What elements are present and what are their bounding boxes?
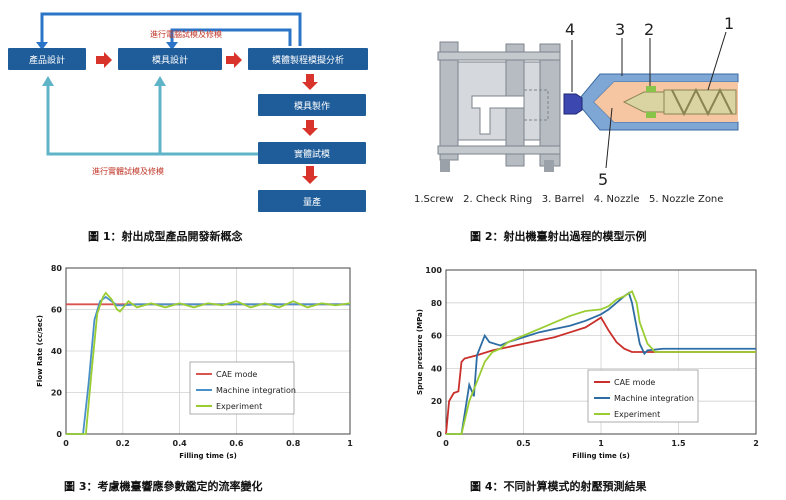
x-tick-label: 1.5 xyxy=(671,439,686,448)
y-tick-label: 40 xyxy=(431,364,443,373)
y-axis-label: Sprue pressure (MPa) xyxy=(416,309,424,395)
x-tick-label: 0 xyxy=(63,439,69,448)
fig1-arrow-5 xyxy=(302,166,318,184)
x-tick-label: 1 xyxy=(598,439,604,448)
fig1-loop-bottom-line xyxy=(46,84,258,156)
series-line-cae-mode xyxy=(445,316,756,435)
legend-label: CAE mode xyxy=(216,370,257,379)
legend-label: Experiment xyxy=(614,410,660,419)
y-tick-label: 40 xyxy=(51,347,63,356)
fig2-legend: 1.Screw 2. Check Ring 3. Barrel 4. Nozzl… xyxy=(414,194,724,205)
y-tick-label: 20 xyxy=(431,397,443,406)
y-tick-label: 60 xyxy=(431,332,443,341)
fig1-loop-bottom-inner-arrowhead xyxy=(154,76,166,86)
series-line-experiment xyxy=(66,291,351,435)
fig2-nozzle xyxy=(563,93,583,115)
x-axis-label: Filling time (s) xyxy=(179,452,237,460)
x-tick-label: 1 xyxy=(347,439,353,448)
plot-frame xyxy=(65,267,351,435)
fig1-loop-top-line xyxy=(40,12,302,46)
fig1-arrow-4 xyxy=(302,120,318,136)
fig1-arrow-3 xyxy=(302,74,318,90)
legend-label: Experiment xyxy=(216,402,262,411)
y-axis-label: Flow Rate (cc/sec) xyxy=(36,315,44,387)
series-line-machine-integration xyxy=(446,291,756,435)
y-tick-label: 0 xyxy=(436,430,442,439)
fig1-connectors xyxy=(36,12,318,184)
y-tick-label: 60 xyxy=(51,306,63,315)
x-tick-label: 0.4 xyxy=(173,439,188,448)
loop-top-label: 進行電腦試模及修模 xyxy=(150,30,222,39)
fig1-loop-inner-arrowhead xyxy=(166,42,178,50)
series-line-experiment xyxy=(446,289,756,435)
legend-label: Machine integration xyxy=(614,394,694,403)
fig1-flowchart: 產品設計 模具設計 模體製程模擬分析 模具製作 實體試模 量產 進行電腦試模及修… xyxy=(0,0,393,245)
fig2-machine-diagram: 4 3 2 1 5 1.Screw 2. Check Ring 3. Barre… xyxy=(400,0,786,245)
y-tick-label: 80 xyxy=(431,299,443,308)
fig3-caption: 圖 3：考慮機臺響應參數鑑定的流率變化 xyxy=(64,480,263,493)
y-tick-label: 0 xyxy=(56,430,62,439)
x-tick-label: 2 xyxy=(753,439,759,448)
x-tick-label: 0.6 xyxy=(229,439,244,448)
box-trial-molding: 實體試模 xyxy=(258,142,366,164)
fig2-label-2: 2 xyxy=(644,20,655,39)
y-tick-label: 100 xyxy=(425,266,442,275)
fig1-arrow-2 xyxy=(226,52,242,68)
fig2-label-3: 3 xyxy=(615,20,626,39)
fig1-caption: 圖 1：射出成型產品開發新概念 xyxy=(88,230,243,243)
fig1-loop-bottom-arrowhead xyxy=(42,76,54,86)
loop-bottom-label: 進行實體試模及修模 xyxy=(92,167,164,176)
fig2-drawing xyxy=(437,31,739,172)
x-tick-label: 0.8 xyxy=(286,439,301,448)
fig2-label-1: 1 xyxy=(724,14,735,33)
x-tick-label: 0.5 xyxy=(516,439,531,448)
x-tick-label: 0 xyxy=(443,439,449,448)
box-mass-production: 量產 xyxy=(258,190,366,212)
legend-label: CAE mode xyxy=(614,378,655,387)
y-tick-label: 20 xyxy=(51,389,63,398)
fig4-caption: 圖 4：不同計算模式的射壓預測結果 xyxy=(470,480,647,493)
fig2-screw xyxy=(663,89,737,115)
x-tick-label: 0.2 xyxy=(116,439,130,448)
box-process-analysis: 模體製程模擬分析 xyxy=(248,48,368,70)
fig2-label-4: 4 xyxy=(565,20,576,39)
fig2-caption: 圖 2：射出機臺射出過程的模型示例 xyxy=(470,230,647,243)
box-product-design: 產品設計 xyxy=(8,48,86,70)
fig1-loop-inner-line xyxy=(170,28,292,46)
fig1-loop-top-arrowhead xyxy=(36,42,48,50)
y-tick-label: 80 xyxy=(51,264,63,273)
fig2-label-5: 5 xyxy=(598,170,609,189)
box-mold-making: 模具製作 xyxy=(258,94,366,116)
box-mold-design: 模具設計 xyxy=(118,48,222,70)
x-axis-label: Filling time (s) xyxy=(572,452,630,460)
fig1-arrow-1 xyxy=(96,52,112,68)
legend-label: Machine integration xyxy=(216,386,296,395)
